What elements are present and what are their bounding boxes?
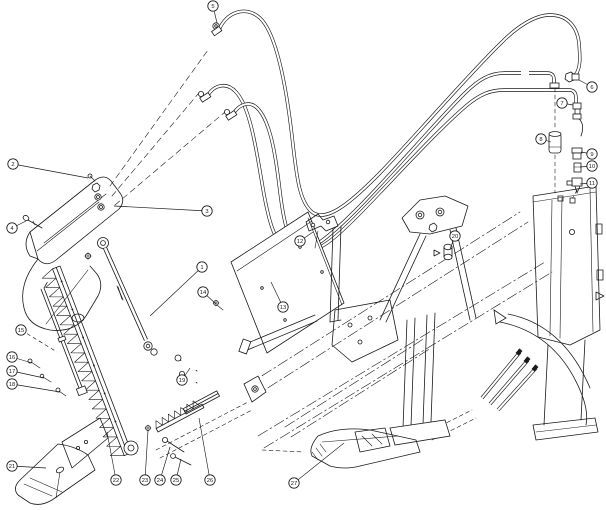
pivot-bushing bbox=[433, 243, 453, 261]
callout-8: 8 bbox=[535, 133, 552, 145]
svg-text:11: 11 bbox=[589, 181, 595, 187]
hose-bundle bbox=[480, 348, 539, 412]
hose-end-fitting-icons-left bbox=[197, 22, 238, 121]
hydraulic-hose-1 bbox=[217, 9, 582, 217]
svg-text:23: 23 bbox=[142, 478, 148, 484]
svg-text:16: 16 bbox=[9, 355, 15, 361]
fitting-column bbox=[548, 87, 584, 204]
callout-25: 25 bbox=[170, 458, 182, 486]
tee-fitting bbox=[571, 177, 583, 187]
svg-text:20: 20 bbox=[452, 234, 458, 240]
svg-text:5: 5 bbox=[211, 4, 214, 10]
callout-6: 6 bbox=[578, 79, 598, 93]
callout-13: 13 bbox=[270, 281, 289, 313]
callout-19: 19 bbox=[176, 367, 191, 386]
svg-text:17: 17 bbox=[9, 369, 15, 375]
screw-icon-c bbox=[144, 424, 152, 432]
svg-text:10: 10 bbox=[589, 164, 595, 170]
mount-bolt bbox=[22, 215, 43, 229]
callout-18: 18 bbox=[6, 378, 61, 393]
callout-12: 12 bbox=[294, 231, 314, 247]
callout-22: 22 bbox=[106, 431, 122, 486]
union-fitting bbox=[571, 147, 583, 154]
drive-motor bbox=[22, 173, 124, 331]
svg-text:2: 2 bbox=[11, 162, 14, 168]
callout-3: 3 bbox=[113, 205, 213, 217]
svg-text:9: 9 bbox=[590, 152, 593, 158]
svg-text:15: 15 bbox=[18, 328, 24, 334]
callout-21: 21 bbox=[6, 460, 47, 472]
pointer-marker bbox=[595, 291, 605, 301]
callout-1: 1 bbox=[149, 261, 208, 317]
hose-clamp-bracket bbox=[305, 213, 339, 249]
callout-2: 2 bbox=[7, 158, 89, 179]
small-screws bbox=[27, 299, 224, 432]
pitman-rod bbox=[97, 237, 158, 356]
knife-head-plate bbox=[182, 390, 220, 415]
hydraulic-hose-3 bbox=[230, 88, 578, 253]
nipple-fitting bbox=[573, 162, 582, 173]
hex-nut-icon bbox=[428, 222, 438, 233]
svg-text:14: 14 bbox=[200, 290, 207, 296]
callout-11: 11 bbox=[579, 177, 598, 189]
callout-5: 5 bbox=[207, 0, 219, 24]
wear-strip bbox=[40, 282, 88, 397]
cutter-bar-end-eye bbox=[123, 440, 139, 456]
screw-icon-b bbox=[212, 299, 224, 311]
hydraulic-hoses bbox=[197, 9, 582, 254]
elbow-fitting bbox=[572, 102, 582, 110]
callout-7: 7 bbox=[556, 97, 574, 109]
elbow-hose bbox=[576, 117, 584, 137]
svg-text:22: 22 bbox=[113, 478, 119, 484]
callout-9: 9 bbox=[580, 148, 598, 160]
clamp-bolts bbox=[161, 436, 192, 466]
svg-text:18: 18 bbox=[9, 382, 15, 388]
callout-16: 16 bbox=[6, 351, 33, 364]
svg-text:3: 3 bbox=[205, 209, 208, 215]
motor-mount-bolt-icon bbox=[87, 173, 93, 179]
callout-10: 10 bbox=[579, 160, 598, 172]
screw-icon-a bbox=[84, 252, 92, 260]
main-frame bbox=[238, 195, 591, 469]
svg-text:7: 7 bbox=[560, 101, 563, 107]
callout-26: 26 bbox=[198, 417, 216, 486]
motor-port-fittings bbox=[91, 182, 105, 211]
assembly-guide-lines bbox=[109, 49, 226, 206]
knife-head-clamp bbox=[155, 400, 205, 433]
frame-skid bbox=[310, 427, 421, 469]
cutter-bar bbox=[41, 265, 133, 456]
callout-15: 15 bbox=[15, 324, 58, 353]
svg-text:27: 27 bbox=[291, 481, 297, 487]
callout-24: 24 bbox=[154, 446, 171, 486]
svg-text:13: 13 bbox=[280, 305, 286, 311]
shield-panel bbox=[230, 211, 345, 354]
callout-17: 17 bbox=[6, 365, 45, 379]
svg-text:4: 4 bbox=[10, 226, 14, 232]
callout-27: 27 bbox=[288, 442, 345, 489]
oil-tank bbox=[532, 185, 604, 441]
svg-text:21: 21 bbox=[9, 464, 15, 470]
svg-text:25: 25 bbox=[173, 478, 179, 484]
callout-14: 14 bbox=[197, 286, 217, 305]
svg-text:12: 12 bbox=[297, 239, 303, 245]
hydraulic-hose-2 bbox=[204, 71, 556, 254]
svg-text:8: 8 bbox=[539, 137, 542, 143]
svg-text:24: 24 bbox=[157, 478, 164, 484]
callout-4: 4 bbox=[6, 220, 27, 234]
svg-text:6: 6 bbox=[590, 85, 593, 91]
svg-text:19: 19 bbox=[179, 378, 185, 384]
callout-20: 20 bbox=[449, 230, 461, 250]
svg-text:1: 1 bbox=[200, 265, 203, 271]
callout-23: 23 bbox=[139, 429, 151, 486]
hose-end-fitting-icons-right bbox=[549, 71, 580, 89]
svg-text:26: 26 bbox=[207, 478, 213, 484]
skid-shoe bbox=[15, 417, 109, 505]
